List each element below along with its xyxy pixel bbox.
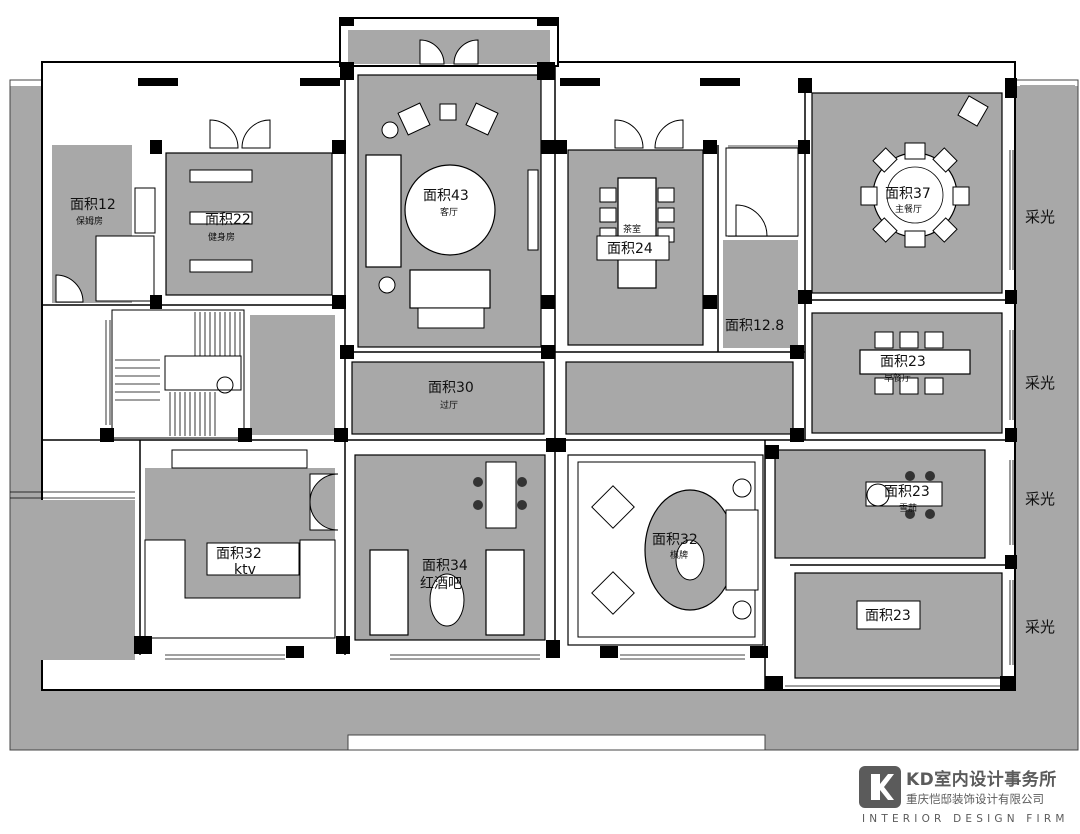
top-bay-floor <box>348 30 550 64</box>
living-armchair-left <box>397 102 431 136</box>
dining-armchair <box>957 95 989 127</box>
wine-sofa-right <box>485 549 525 636</box>
room-area-label: 面积23 <box>884 484 930 500</box>
tea-table <box>617 177 657 289</box>
living-sofa-bottom <box>409 269 491 309</box>
room-name-label: 客厅 <box>440 206 458 218</box>
dining-chairs <box>860 142 970 248</box>
stair-treads <box>115 312 241 436</box>
room-name-label: 主餐厅 <box>895 203 922 215</box>
lightwell-label: 采光 <box>1025 490 1055 508</box>
room-frames <box>165 74 1003 679</box>
room-labels: 面积12 保姆房 面积22 健身房 面积43 客厅 茶室 面积24 面积37 主… <box>70 186 931 624</box>
ktv-counter <box>144 539 336 639</box>
room-name-label: 雪茄 <box>899 502 917 514</box>
logo-company-name: 重庆恺邸装饰设计有限公司 <box>906 792 1044 806</box>
wine-coffee-table <box>429 573 465 627</box>
stair-newel <box>216 376 234 394</box>
living-sofa-left <box>365 154 402 268</box>
lightwell-labels: 采光 采光 采光 采光 <box>1025 208 1055 636</box>
room-name-label: 棋牌 <box>670 549 688 561</box>
lightwell-label: 采光 <box>1025 618 1055 636</box>
room-name-label: 红酒吧 <box>420 576 462 592</box>
room-area-label: 面积12.8 <box>725 318 784 334</box>
wine-stools <box>473 477 527 510</box>
room-name-label: 保姆房 <box>76 215 103 227</box>
living-rug <box>404 164 496 256</box>
cigar-round-table <box>866 483 890 507</box>
games-sofa <box>725 509 759 591</box>
logo-title: KD室内设计事务所 <box>906 770 1057 790</box>
floor-lamp-icon <box>732 600 752 620</box>
window-strips <box>10 150 1014 687</box>
nanny-bath <box>95 235 155 302</box>
wine-bar-table <box>485 461 517 529</box>
floor-plan: 面积12 保姆房 面积22 健身房 面积43 客厅 茶室 面积24 面积37 主… <box>9 17 1079 751</box>
staircase <box>111 309 245 439</box>
living-tv-cabinet <box>527 169 539 251</box>
dining-lazy-susan <box>886 166 944 224</box>
room-area-label: 面积32 <box>652 532 698 548</box>
doors <box>55 39 768 531</box>
room-area-label: 面积12 <box>70 197 116 213</box>
label-boxes <box>206 235 921 630</box>
games-card-tables <box>591 485 635 615</box>
room-area-label: 面积32 <box>216 546 262 562</box>
room-area-label: 面积24 <box>607 241 653 257</box>
room-area-label: 面积43 <box>423 188 469 204</box>
company-logo: KD室内设计事务所 重庆恺邸装饰设计有限公司 INTERIOR DESIGN F… <box>858 765 1073 829</box>
games-table <box>675 539 705 581</box>
floor-lamp-icon <box>378 276 396 294</box>
wine-sofa-left <box>369 549 409 636</box>
lightwell-label: 采光 <box>1025 208 1055 226</box>
breakfast-table <box>859 349 971 375</box>
kd-logo-icon <box>859 766 901 808</box>
wall-piers <box>100 18 1017 690</box>
room-area-label: 面积22 <box>205 212 251 228</box>
room-area-label: 面积34 <box>422 558 468 574</box>
bottom-step <box>347 734 766 751</box>
room-name-label: 健身房 <box>208 231 235 243</box>
room-name-label: 过厅 <box>440 399 458 411</box>
room-area-label: 面积37 <box>885 186 931 202</box>
logo-firm-tagline: INTERIOR DESIGN FIRM <box>862 813 1069 825</box>
room-name-label: ktv <box>234 562 256 578</box>
room-area-label: 面积23 <box>880 354 926 370</box>
gym-equipment <box>189 169 253 273</box>
room-name-label: 茶室 <box>623 223 641 235</box>
living-side-table <box>439 103 457 121</box>
nanny-closet <box>134 187 156 234</box>
tea-chairs <box>599 187 675 243</box>
room-area-label: 面积23 <box>865 608 911 624</box>
room-name-label: 早餐厅 <box>884 372 911 384</box>
room-area-label: 面积30 <box>428 380 474 396</box>
lightwell-label: 采光 <box>1025 374 1055 392</box>
breakfast-chairs <box>874 331 944 395</box>
living-armchair-right <box>465 102 499 136</box>
floor-lamp-icon <box>381 121 399 139</box>
living-ottoman <box>417 307 485 329</box>
ktv-screen <box>171 449 308 469</box>
floor-lamp-icon <box>732 478 752 498</box>
cigar-stools <box>905 471 935 519</box>
